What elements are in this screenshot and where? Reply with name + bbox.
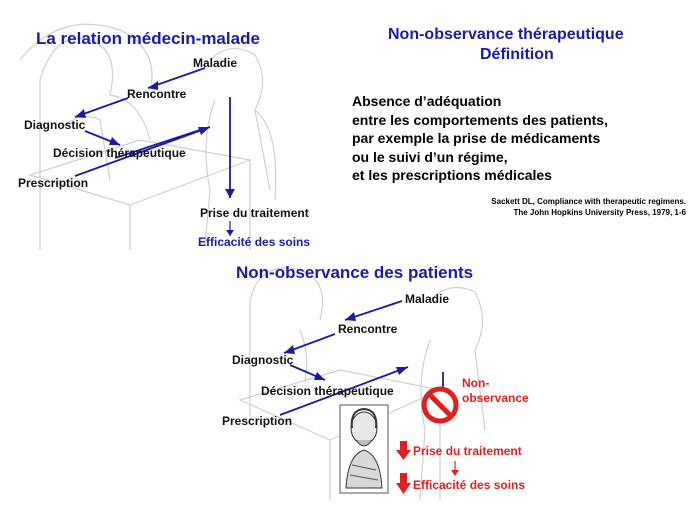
citation: Sackett DL, Compliance with therapeutic … bbox=[491, 196, 686, 218]
label-efficacite: Efficacité des soins bbox=[198, 235, 311, 249]
non-observance-line: Non- bbox=[462, 376, 490, 390]
label-maladie: Maladie bbox=[193, 56, 238, 70]
arrow3-prescription-patient bbox=[279, 366, 409, 416]
definition-body: Absence d’adéquation entre les comportem… bbox=[352, 92, 608, 185]
panel1-sketch bbox=[19, 23, 277, 250]
citation-line: Sackett DL, Compliance with therapeutic … bbox=[491, 197, 686, 206]
definition-line: ou le suivi d’un régime, bbox=[352, 148, 508, 165]
label3-prise-traitement: Prise du traitement bbox=[413, 444, 522, 458]
definition-line: Absence d’adéquation bbox=[352, 93, 502, 109]
label-rencontre: Rencontre bbox=[127, 87, 187, 101]
label3-decision: Décision thérapeutique bbox=[261, 384, 394, 398]
panel2-title: Non-observance thérapeutique bbox=[388, 26, 624, 43]
red-down-arrow-icon-2 bbox=[396, 473, 411, 494]
definition-line: entre les comportements des patients, bbox=[352, 111, 608, 128]
panel1-arrows bbox=[74, 67, 235, 236]
citation-line: The John Hopkins University Press, 1979,… bbox=[513, 208, 686, 217]
definition-line: et les prescriptions médicales bbox=[352, 167, 552, 183]
panel3-title: Non-observance des patients bbox=[236, 263, 474, 282]
label-prescription: Prescription bbox=[18, 176, 89, 190]
label3-maladie: Maladie bbox=[405, 292, 450, 306]
label3-non-observance: Non- observance bbox=[462, 376, 529, 406]
label3-efficacite: Efficacité des soins bbox=[413, 478, 526, 492]
label-prise-traitement: Prise du traitement bbox=[200, 206, 309, 220]
panel2-subtitle: Définition bbox=[480, 46, 554, 63]
definition-line: par exemple la prise de médicaments bbox=[352, 130, 601, 146]
panel3-sketch bbox=[238, 267, 486, 501]
arrow-prescription-patient bbox=[74, 126, 211, 177]
red-down-arrow-icon bbox=[396, 441, 411, 460]
no-entry-icon bbox=[421, 386, 459, 424]
label-decision: Décision thérapeutique bbox=[53, 146, 186, 160]
label3-rencontre: Rencontre bbox=[338, 322, 398, 336]
panel1-title: La relation médecin-malade bbox=[36, 29, 260, 48]
label-diagnostic: Diagnostic bbox=[24, 118, 86, 132]
label3-diagnostic: Diagnostic bbox=[232, 353, 294, 367]
label3-prescription: Prescription bbox=[222, 414, 293, 428]
hippocrates-bust-illustration bbox=[339, 404, 389, 494]
non-observance-line: observance bbox=[462, 391, 529, 405]
